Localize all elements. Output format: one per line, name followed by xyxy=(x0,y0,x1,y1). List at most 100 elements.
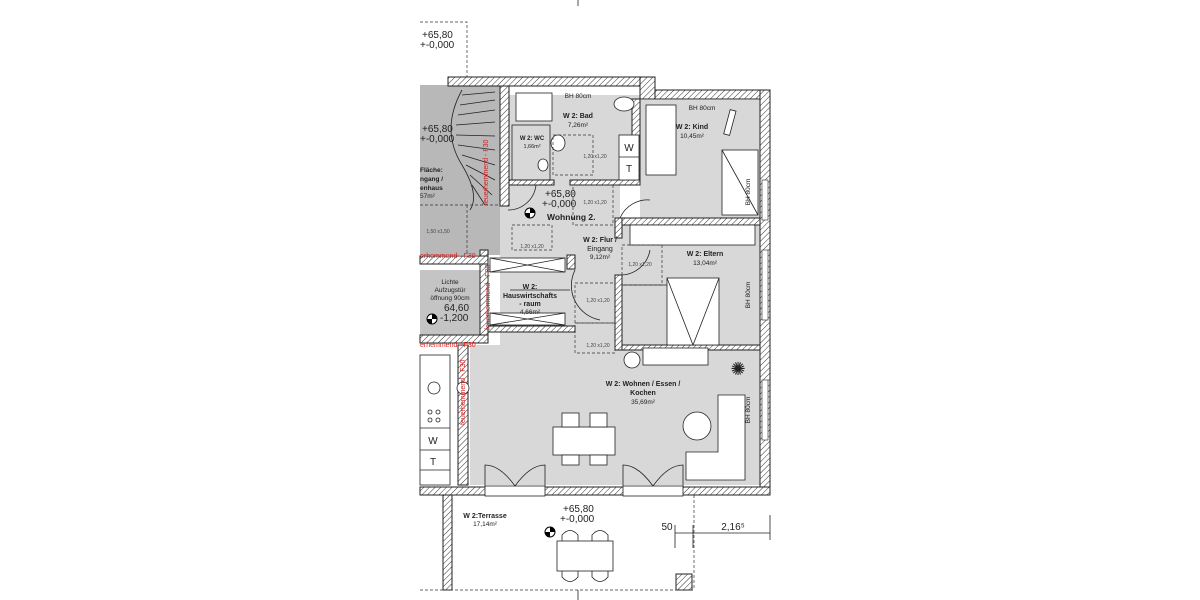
level-elevator-rel: -1,200 xyxy=(440,313,469,324)
room-area-wohnen: 35,69m² xyxy=(631,399,656,406)
room-name-wohnen: Kochen xyxy=(630,390,656,397)
room-name-hwr: Hauswirtschafts xyxy=(503,293,557,300)
clearance-label: 1,20 x1,20 xyxy=(586,298,610,304)
level-marker-icon xyxy=(524,207,536,219)
hwr-shelves xyxy=(489,257,566,326)
plant-small xyxy=(623,351,641,369)
kitchen-dryer-label: T xyxy=(430,457,436,468)
roof-outline xyxy=(420,21,468,80)
level-entry-rel: +-0,000 xyxy=(542,199,577,210)
column xyxy=(675,573,693,591)
room-area-flur: 9,12m² xyxy=(590,254,611,261)
room-name-flur: Eingang xyxy=(587,246,613,253)
sill-height-kind: BH 80cm xyxy=(689,105,716,112)
dimension-line xyxy=(674,515,771,548)
clearance-label: 1,20 x1,20 xyxy=(583,154,607,160)
fire-rating-label-vertical: feuerhemmend - F30 xyxy=(483,140,490,205)
bed-eltern xyxy=(666,277,720,346)
room-name-bad: W 2: Bad xyxy=(563,113,593,120)
room-name-terrasse: W 2:Terrasse xyxy=(463,513,507,520)
elevator-label: öffnung 90cm xyxy=(430,295,469,302)
washer-dryer-bad xyxy=(618,134,640,181)
room-area-hwr: 4,66m² xyxy=(520,309,541,316)
dining-table xyxy=(552,426,616,456)
dimension-216: 2,16⁵ xyxy=(721,522,745,533)
chair xyxy=(561,412,580,428)
sofa xyxy=(685,394,746,481)
door-swing-eltern xyxy=(619,249,651,276)
room-area-eltern: 13,04m² xyxy=(693,260,718,267)
plant-icon: ✺ xyxy=(730,359,745,379)
door-swing-entry xyxy=(507,184,537,211)
room-name-eltern: W 2: Eltern xyxy=(687,251,724,258)
toilet-wc xyxy=(537,158,549,172)
elevator-label: Aufzugstür xyxy=(434,287,466,294)
elevator-floor xyxy=(420,270,480,335)
sill-height-vertical: BH 80cm xyxy=(745,179,752,206)
wardrobe-eltern xyxy=(629,224,756,246)
room-area-kind: 10,45m² xyxy=(680,133,705,140)
wc-room xyxy=(511,124,551,181)
room-name-wohnen: W 2: Wohnen / Essen / xyxy=(606,381,681,388)
fire-rating-label: erhemmend - F30 xyxy=(420,342,476,349)
room-name-hwr: W 2: xyxy=(523,284,538,291)
room-name-wc: W 2: WC xyxy=(520,136,545,142)
fire-rating-label-vertical: feuerhemmend - F30 xyxy=(460,360,467,425)
sill-height-vertical: BH 80cm xyxy=(745,282,752,309)
level-terrace-rel: +-0,000 xyxy=(560,514,595,525)
elevator-label: Lichte xyxy=(441,279,459,286)
fire-rating-label: erhemmend - F30 xyxy=(420,253,476,260)
window-eltern xyxy=(761,249,769,321)
level-top-height: +65,80 xyxy=(422,30,453,41)
desk-chair-kind xyxy=(723,109,737,136)
turning-areas xyxy=(511,134,663,354)
fire-rating-label-vertical: feuerhemmend - F30 xyxy=(485,265,492,330)
chair xyxy=(589,412,608,428)
room-name-hwr: - raum xyxy=(519,301,540,308)
coffee-table xyxy=(682,411,712,441)
sill-height-bad: BH 80cm xyxy=(565,93,592,100)
room-name-flur: W 2: Flur / xyxy=(583,237,617,244)
stair-hall-area: 57m² xyxy=(420,193,436,200)
toilet-bad xyxy=(613,96,635,112)
level-top-rel: +-0,000 xyxy=(420,40,455,51)
level-marker-icon xyxy=(426,313,438,325)
clearance-label: 1,20 x1,20 xyxy=(628,262,652,268)
bathtub xyxy=(515,92,553,122)
window-kind xyxy=(761,179,769,221)
terrace-door-left xyxy=(484,485,546,497)
level-stair-height: +65,80 xyxy=(422,124,453,135)
room-area-wc: 1,66m² xyxy=(523,144,540,150)
level-marker-icon xyxy=(544,526,556,538)
stair-hall-floor xyxy=(420,85,500,255)
chair xyxy=(589,454,608,466)
stair-hall-label: Fläche: xyxy=(420,167,443,174)
kitchen xyxy=(419,354,470,486)
door-swing-right xyxy=(622,464,684,487)
window-wohnen xyxy=(761,379,769,441)
chair xyxy=(561,454,580,466)
stair-hall-clearance: 1,50 x1,50 xyxy=(426,229,450,235)
dimension-50: 50 xyxy=(661,522,673,533)
level-entry-height: +65,80 xyxy=(545,189,576,200)
terrace-table xyxy=(556,540,614,572)
room-area-bad: 7,26m² xyxy=(568,122,589,129)
clearance-label: 1,20 x1,20 xyxy=(583,200,607,206)
clearance-label: 1,20 x1,20 xyxy=(586,343,610,349)
clearance-label: 1,20 x1,20 xyxy=(520,244,544,250)
room-name-kind: W 2: Kind xyxy=(676,124,708,131)
sill-height-vertical: BH 80cm xyxy=(745,397,752,424)
room-area-terrasse: 17,14m² xyxy=(473,521,498,528)
door-swing-left xyxy=(484,464,546,487)
level-stair-rel: +-0,000 xyxy=(420,134,455,145)
kitchen-washer-label: W xyxy=(428,436,438,447)
washer-label: W xyxy=(624,143,634,154)
level-elevator-height: 64,60 xyxy=(444,303,469,314)
staircase xyxy=(420,89,500,255)
level-terrace-height: +65,80 xyxy=(563,504,594,515)
dryer-label: T xyxy=(626,164,632,175)
stair-hall-label: ngang / xyxy=(420,176,443,183)
terrace-door-right xyxy=(622,485,684,497)
stair-hall-label: enhaus xyxy=(420,185,443,192)
